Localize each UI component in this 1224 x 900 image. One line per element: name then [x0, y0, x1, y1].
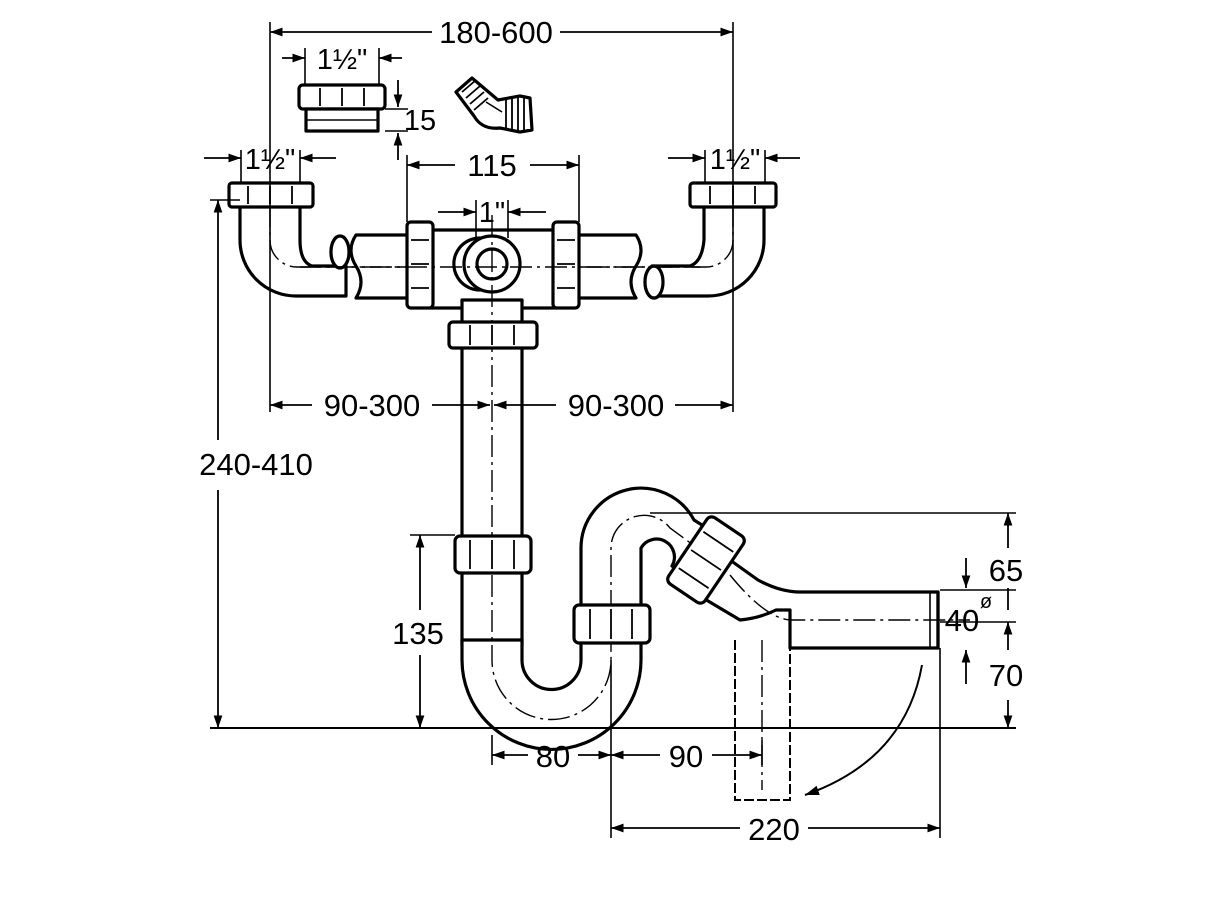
dim-overall-width: 180-600: [439, 15, 553, 50]
tee-left-nut: [405, 220, 435, 310]
dimension-lines: [204, 22, 1016, 838]
dim-trap-inlet-height: 135: [392, 616, 444, 651]
tee-right-nut: [551, 220, 581, 310]
dim-adapter-thread: 1½": [317, 44, 368, 76]
alternative-outlet-position: [734, 640, 791, 801]
outlet-elbow: [696, 548, 970, 650]
trap-u-bend: [460, 613, 643, 752]
trap-inlet-nut: [453, 534, 533, 575]
dim-tee-connection: 1": [479, 197, 505, 229]
rotation-arrow: [804, 664, 923, 796]
thread-adapter: [297, 83, 387, 133]
central-tee-fitting: [428, 215, 558, 340]
elbow-union-nut: [666, 515, 746, 605]
dim-outlet-lower-offset: 70: [989, 658, 1023, 693]
dim-adapter-height: 15: [404, 105, 436, 137]
dim-right-strainer-thread: 1½": [710, 144, 761, 176]
dim-outlet-length: 220: [748, 812, 800, 847]
trap-upper-bend: [579, 486, 746, 617]
trap-outlet-nut: [572, 603, 652, 645]
dim-outlet-bend-offset: 90: [669, 739, 703, 774]
tee-bottom-nut: [447, 320, 539, 350]
standpipe: [460, 330, 524, 650]
dim-total-height: 240-410: [199, 447, 313, 482]
dim-left-strainer-thread: 1½": [245, 144, 296, 176]
left-strainer-nut: [227, 181, 315, 209]
dim-left-arm-offset: 90-300: [324, 388, 421, 423]
dim-diameter-symbol: ø: [980, 591, 992, 613]
dim-trap-depth-offset: 80: [536, 739, 570, 774]
dim-outlet-diameter: 40: [945, 603, 979, 638]
right-inlet-elbow: [500, 198, 766, 300]
dim-right-arm-offset: 90-300: [568, 388, 665, 423]
angled-hose-connector-icon: [454, 76, 534, 134]
dim-tee-width: 115: [467, 148, 516, 183]
dim-outlet-upper-offset: 65: [989, 553, 1023, 588]
